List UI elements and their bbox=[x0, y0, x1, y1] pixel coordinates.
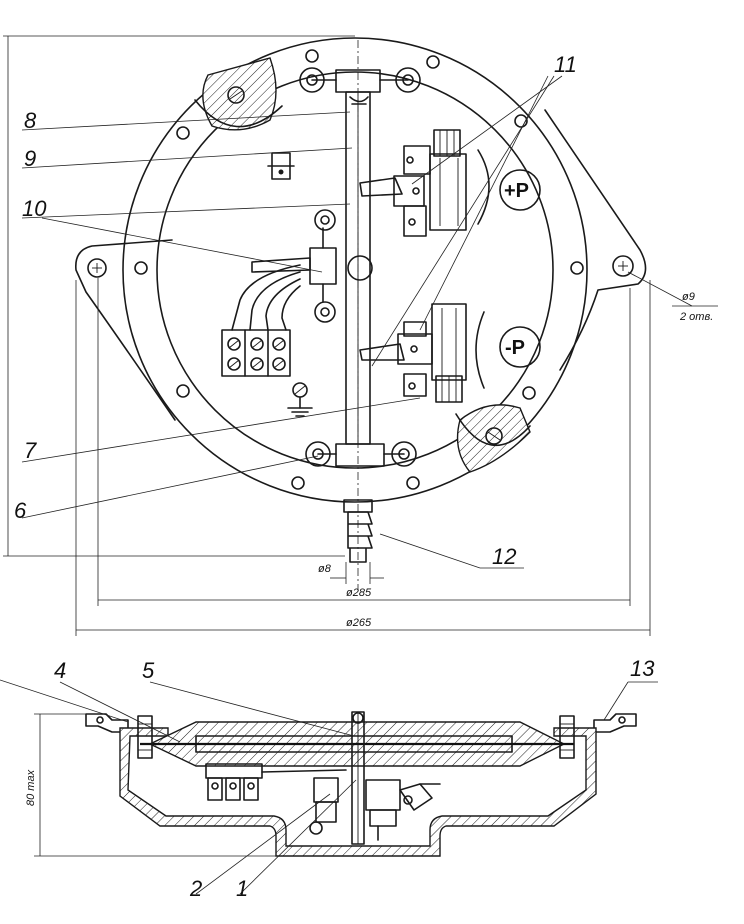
bolt-hole bbox=[406, 476, 420, 490]
right-mounting-ear bbox=[544, 109, 647, 371]
callout-7: 7 bbox=[24, 438, 37, 463]
bolt-hole bbox=[176, 126, 190, 140]
callout-12: 12 bbox=[492, 544, 516, 569]
callout-2: 2 bbox=[189, 876, 202, 901]
fitting-barb bbox=[347, 511, 373, 563]
plus-p-circle bbox=[499, 169, 541, 211]
plus-p-label: +P bbox=[504, 180, 529, 202]
outer-diameter-label: ø265 bbox=[346, 617, 372, 629]
callout-6: 6 bbox=[14, 498, 27, 523]
lower-switch bbox=[431, 303, 467, 381]
left-ear-hole bbox=[87, 258, 107, 278]
bolt-hole bbox=[176, 384, 190, 398]
callout-8: 8 bbox=[24, 108, 37, 133]
bolt-hole bbox=[305, 49, 319, 63]
terminal-block bbox=[221, 329, 291, 377]
upper-cover-lug bbox=[202, 57, 277, 131]
top-bridge bbox=[335, 69, 381, 93]
bolt-hole bbox=[514, 114, 528, 128]
outer-flange-ring bbox=[122, 37, 588, 503]
top-left-nut bbox=[299, 67, 325, 93]
lower-lever bbox=[359, 343, 405, 361]
bottom-right-nut bbox=[391, 441, 417, 467]
callout-11: 11 bbox=[554, 52, 577, 77]
middle-contact-block bbox=[309, 247, 337, 285]
bottom-bridge bbox=[335, 443, 385, 467]
diaphragm bbox=[195, 735, 513, 753]
bottom-left-nut bbox=[305, 441, 331, 467]
bolt-hole bbox=[134, 261, 148, 275]
wire-bundle bbox=[231, 264, 301, 331]
callout-10: 10 bbox=[22, 196, 47, 221]
bolt-hole bbox=[291, 476, 305, 490]
minus-p-circle bbox=[499, 326, 541, 368]
housing-shell bbox=[119, 727, 597, 857]
top-dimensions: ø8 ø285 ø265 ø9 2 отв. bbox=[3, 35, 718, 636]
max-height-label: 80 max bbox=[25, 769, 37, 806]
body-diameter-label: ø285 bbox=[346, 587, 372, 599]
right-flange-tab bbox=[593, 713, 637, 733]
hole-count-label: 2 отв. bbox=[679, 311, 713, 323]
bolt-hole bbox=[426, 55, 440, 69]
lower-small-nut bbox=[314, 301, 336, 323]
left-mounting-ear bbox=[75, 239, 176, 421]
upper-switch bbox=[429, 153, 467, 231]
minus-p-label: -P bbox=[505, 337, 525, 359]
right-ear-hole bbox=[612, 255, 634, 277]
middle-roller bbox=[347, 255, 373, 281]
top-view: +P -P bbox=[75, 37, 647, 590]
cover-screw-lower bbox=[485, 427, 503, 445]
internal-mechanism bbox=[205, 763, 441, 841]
callout-1: 1 bbox=[236, 876, 248, 901]
hole-diameter-label: ø9 bbox=[682, 291, 695, 303]
top-right-nut bbox=[395, 67, 421, 93]
section-view: 4 5 13 2 1 80 max bbox=[0, 656, 658, 901]
inner-flange-ring bbox=[156, 71, 554, 469]
callout-5: 5 bbox=[142, 658, 155, 683]
lower-cover-lug bbox=[456, 404, 531, 473]
upper-lever bbox=[359, 177, 403, 197]
top-callouts: 8 9 10 7 6 11 12 bbox=[14, 52, 577, 569]
cover-screw-upper bbox=[227, 86, 245, 104]
bolt-hole bbox=[570, 261, 584, 275]
callout-13: 13 bbox=[630, 656, 655, 681]
fitting-diameter-label: ø8 bbox=[318, 563, 332, 575]
right-bolt bbox=[559, 715, 575, 759]
left-bolt bbox=[137, 715, 153, 759]
callout-9: 9 bbox=[24, 146, 36, 171]
callout-4: 4 bbox=[54, 658, 66, 683]
ground-icon bbox=[287, 396, 313, 417]
upper-small-nut bbox=[314, 209, 336, 231]
bolt-hole bbox=[522, 386, 536, 400]
flange-bolt-holes bbox=[134, 49, 584, 490]
